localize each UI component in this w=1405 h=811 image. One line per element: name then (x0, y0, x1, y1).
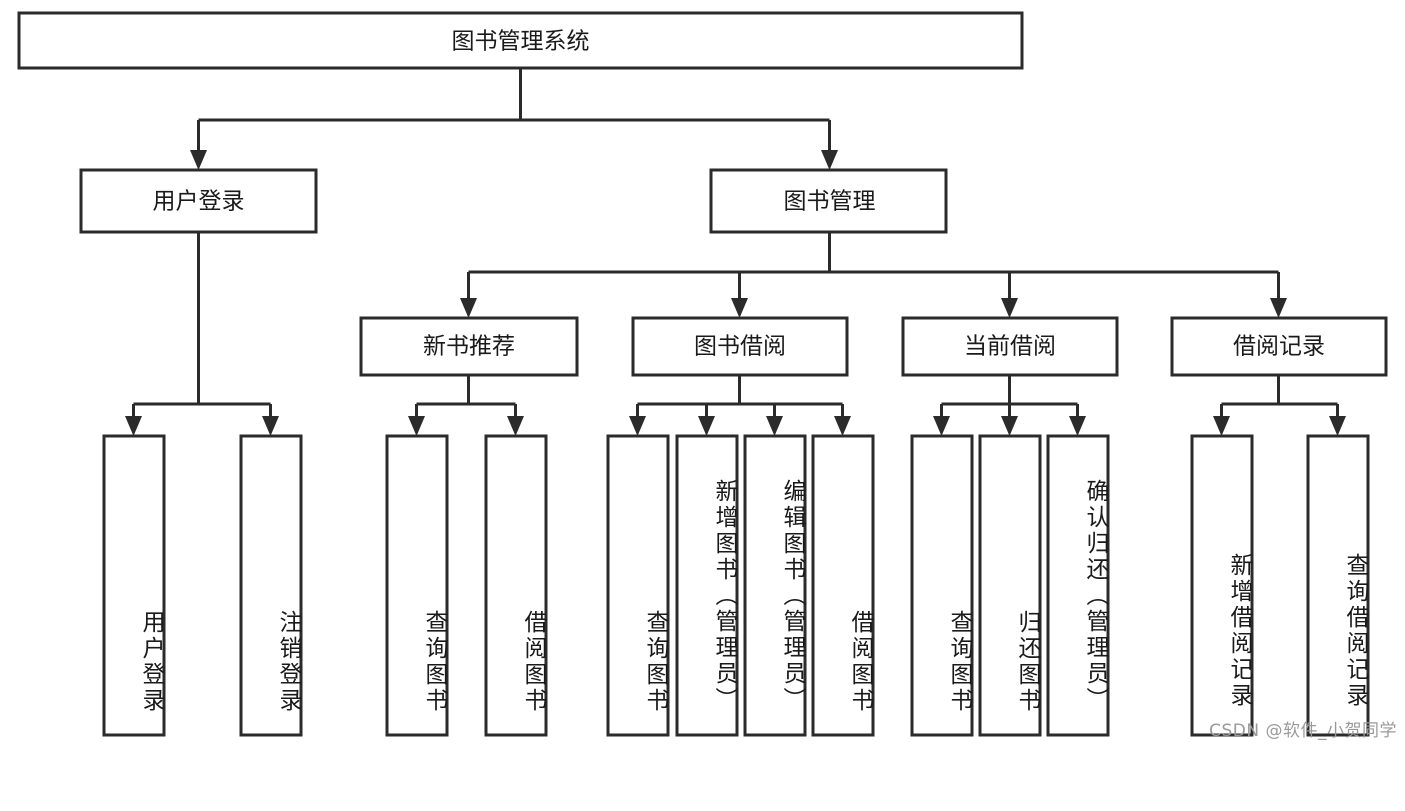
node-root-box[interactable] (17, 11, 1024, 70)
arrow-head-currentborrow-leaf-3 (1069, 416, 1086, 436)
node-borrow-record-box[interactable] (1170, 316, 1388, 377)
leaf-box-currentborrow-query[interactable] (910, 434, 974, 737)
node-book-borrow-label: 图书借阅 (694, 334, 786, 360)
flowchart-canvas: 图书管理系统 用户登录 图书管理 新书推荐 图书借阅 当前借阅 借阅记录 (17, 11, 1397, 741)
arrow-head-book-mgmt (821, 150, 838, 170)
leaf-box-currentborrow-return[interactable] (978, 434, 1042, 737)
node-book-management-label: 图书管理 (784, 189, 876, 215)
node-current-borrow[interactable]: 当前借阅 (901, 316, 1119, 377)
arrow-head-newbook-leaf-2 (507, 416, 524, 436)
arrow-head-borrowrecord-leaf-1 (1213, 416, 1230, 436)
node-new-book-recommend[interactable]: 新书推荐 (359, 316, 579, 377)
arrow-head-bookborrow-leaf-4 (834, 416, 851, 436)
arrow-head-leaf-logout (262, 416, 279, 436)
connector-group-book-mgmt-to-level3 (460, 232, 1287, 318)
node-user-login[interactable]: 用户登录 (79, 168, 318, 234)
leaf-box-newbook-query[interactable] (385, 434, 449, 737)
arrow-head-leaf-user-login (125, 416, 142, 436)
leaf-box-currentborrow-confirm[interactable] (1046, 434, 1110, 737)
connector-group-book-borrow-to-leaves (629, 375, 851, 436)
node-borrow-record-label: 借阅记录 (1233, 334, 1325, 360)
arrow-head-bookborrow-leaf-3 (766, 416, 783, 436)
leaf-box-borrowrecord-query[interactable] (1306, 434, 1370, 737)
node-book-management[interactable]: 图书管理 (709, 168, 948, 234)
node-user-login-box[interactable] (79, 168, 318, 234)
connector-group-root-to-level2 (190, 68, 838, 170)
arrow-head-book-borrow (731, 298, 748, 318)
node-root[interactable]: 图书管理系统 (17, 11, 1024, 70)
connector-group-borrow-record-to-leaves (1213, 375, 1346, 436)
node-book-borrow[interactable]: 图书借阅 (631, 316, 849, 377)
leaf-box-logout[interactable] (239, 434, 303, 737)
node-book-borrow-box[interactable] (631, 316, 849, 377)
arrow-head-new-book (460, 298, 477, 318)
connector-group-current-borrow-to-leaves (933, 375, 1086, 436)
leaf-box-user-login[interactable] (102, 434, 166, 737)
arrow-head-currentborrow-leaf-2 (1001, 416, 1018, 436)
arrow-head-borrowrecord-leaf-2 (1329, 416, 1346, 436)
leaf-box-bookborrow-add[interactable] (675, 434, 739, 737)
node-new-book-recommend-label: 新书推荐 (423, 334, 515, 360)
leaf-box-newbook-borrow[interactable] (484, 434, 548, 737)
node-new-book-recommend-box[interactable] (359, 316, 579, 377)
arrow-head-bookborrow-leaf-2 (698, 416, 715, 436)
arrow-head-borrow-record (1270, 298, 1287, 318)
node-book-management-box[interactable] (709, 168, 948, 234)
leaf-box-bookborrow-borrow[interactable] (811, 434, 875, 737)
leaf-box-bookborrow-query[interactable] (606, 434, 670, 737)
node-current-borrow-label: 当前借阅 (964, 334, 1056, 360)
arrow-head-newbook-leaf-1 (408, 416, 425, 436)
node-current-borrow-box[interactable] (901, 316, 1119, 377)
connector-group-user-login-to-leaves (125, 232, 279, 436)
flowchart-svg: 图书管理系统 用户登录 图书管理 新书推荐 图书借阅 当前借阅 借阅记录 (17, 11, 1388, 737)
arrow-head-user-login (190, 150, 207, 170)
arrow-head-currentborrow-leaf-1 (933, 416, 950, 436)
connector-group-new-book-to-leaves (408, 375, 524, 436)
node-borrow-record[interactable]: 借阅记录 (1170, 316, 1388, 377)
node-user-login-label: 用户登录 (153, 189, 245, 215)
arrow-head-bookborrow-leaf-1 (629, 416, 646, 436)
arrow-head-current-borrow (1001, 298, 1018, 318)
csdn-watermark: CSDN @软件_小贺同学 (1209, 721, 1397, 741)
leaf-box-borrowrecord-add[interactable] (1190, 434, 1254, 737)
leaf-box-bookborrow-edit[interactable] (743, 434, 807, 737)
node-root-label: 图书管理系统 (452, 29, 590, 55)
